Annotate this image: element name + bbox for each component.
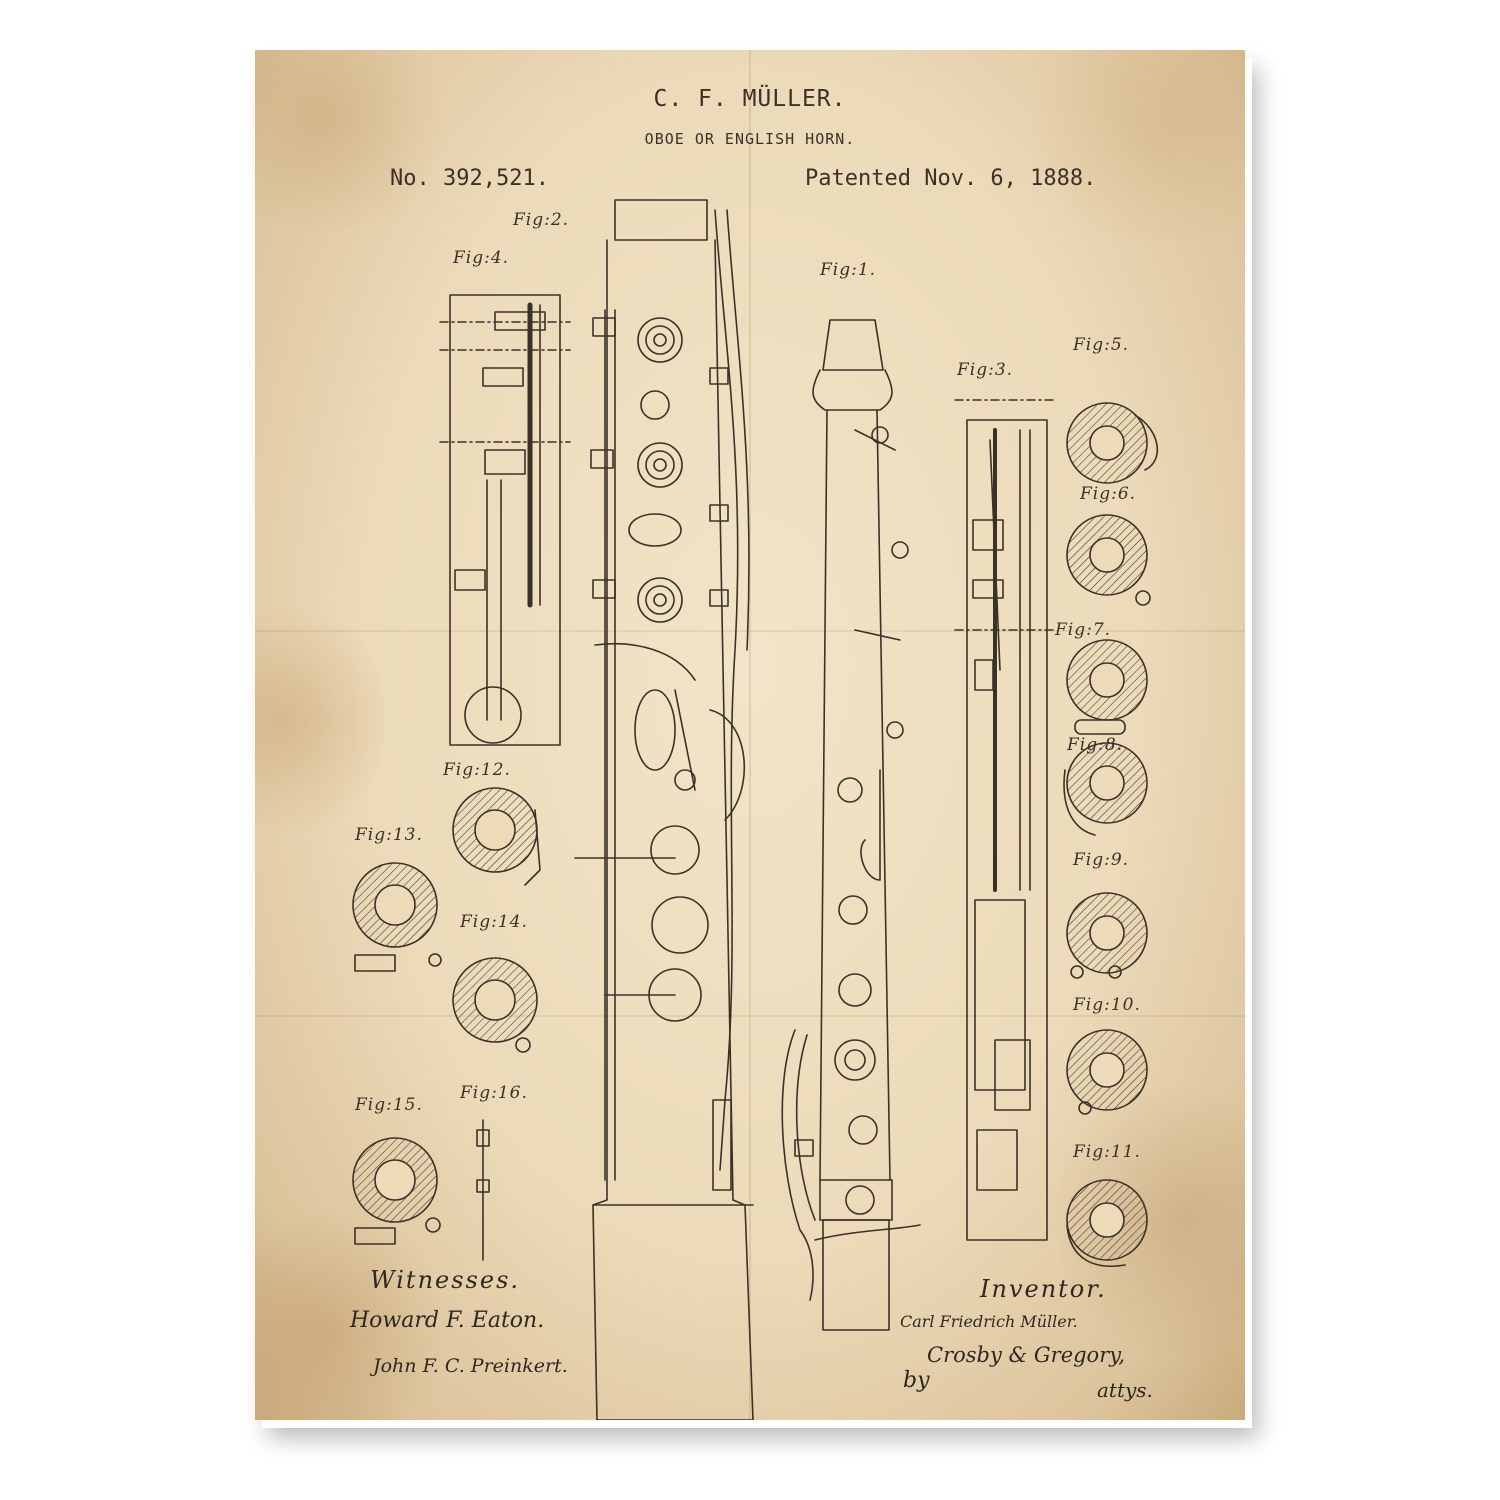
- disc-fig5: [1066, 402, 1159, 484]
- fig3-drawing: [954, 399, 1056, 1241]
- fig8-label: Fig:8.: [1067, 735, 1124, 755]
- disc-fig14: [452, 957, 538, 1053]
- attorneys-suffix: attys.: [1097, 1378, 1153, 1402]
- fig10-label: Fig:10.: [1073, 995, 1141, 1015]
- oboe-drawing: [352, 199, 1159, 1420]
- right-disc-column: [1063, 402, 1159, 1267]
- disc-fig15: [352, 1137, 441, 1245]
- patent-sheet: C. F. MÜLLER. OBOE OR ENGLISH HORN. No. …: [255, 50, 1245, 1420]
- disc-fig7: [1066, 639, 1148, 735]
- fig11-label: Fig:11.: [1073, 1142, 1141, 1162]
- patent-number: No. 392,521.: [390, 166, 549, 191]
- fig2-drawing: [574, 199, 754, 1420]
- fold-line: [255, 1015, 1245, 1017]
- fig2-label: Fig:2.: [513, 210, 570, 230]
- fig15-label: Fig:15.: [355, 1095, 423, 1115]
- patent-date: Patented Nov. 6, 1888.: [805, 166, 1097, 191]
- fig13-label: Fig:13.: [355, 825, 423, 845]
- fig16-drawing: [476, 1119, 490, 1261]
- inventor-header: C. F. MÜLLER.: [653, 86, 847, 112]
- fig1-drawing: [781, 319, 921, 1331]
- fig9-label: Fig:9.: [1073, 850, 1130, 870]
- fig5-label: Fig:5.: [1073, 335, 1130, 355]
- fig12-label: Fig:12.: [443, 760, 511, 780]
- fig1-label: Fig:1.: [820, 260, 877, 280]
- disc-fig13: [352, 862, 442, 972]
- fold-line: [255, 630, 1245, 632]
- attorneys-prefix: by: [903, 1368, 930, 1393]
- fig4-label: Fig:4.: [453, 248, 510, 268]
- disc-fig9: [1066, 892, 1148, 979]
- patent-title: OBOE OR ENGLISH HORN.: [644, 130, 856, 148]
- fig3-label: Fig:3.: [957, 360, 1014, 380]
- witness-2-signature: John F. C. Preinkert.: [373, 1355, 568, 1377]
- inventor-signature: Carl Friedrich Müller.: [900, 1312, 1078, 1331]
- witness-1-signature: Howard F. Eaton.: [350, 1308, 545, 1333]
- fig4-drawing: [439, 294, 571, 746]
- fold-line: [749, 50, 751, 1420]
- fig6-label: Fig:6.: [1080, 484, 1137, 504]
- fig7-label: Fig:7.: [1055, 620, 1112, 640]
- witnesses-label: Witnesses.: [370, 1266, 521, 1294]
- disc-fig8: [1063, 742, 1148, 836]
- disc-fig6: [1066, 514, 1151, 606]
- disc-fig11: [1066, 1179, 1148, 1267]
- attorneys-signature: Crosby & Gregory,: [927, 1343, 1125, 1367]
- left-disc-group: [352, 787, 541, 1261]
- fig16-label: Fig:16.: [460, 1083, 528, 1103]
- fig14-label: Fig:14.: [460, 912, 528, 932]
- inventor-label: Inventor.: [980, 1275, 1107, 1303]
- disc-fig12: [452, 787, 541, 886]
- disc-fig10: [1066, 1029, 1148, 1115]
